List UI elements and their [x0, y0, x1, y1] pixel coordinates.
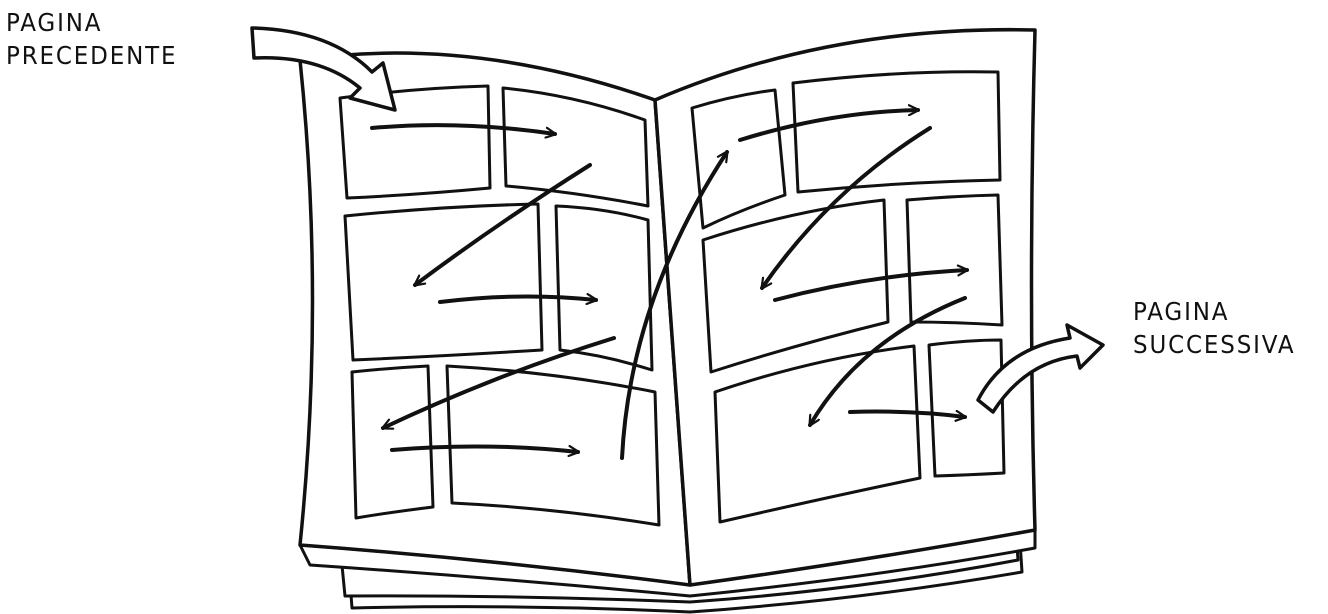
previous-page-label: PAGINA PRECEDENTE — [6, 6, 177, 72]
panel-r4 — [907, 195, 1002, 325]
panel-l5 — [352, 366, 433, 518]
next-page-label-line1: PAGINA — [1133, 295, 1295, 328]
panel-r2 — [793, 72, 1000, 192]
next-page-label-line2: SUCCESSIVA — [1133, 328, 1295, 361]
previous-page-label-line1: PAGINA — [6, 6, 177, 39]
previous-page-label-line2: PRECEDENTE — [6, 39, 177, 72]
panel-l3 — [345, 204, 542, 360]
next-page-label: PAGINA SUCCESSIVA — [1133, 295, 1295, 361]
